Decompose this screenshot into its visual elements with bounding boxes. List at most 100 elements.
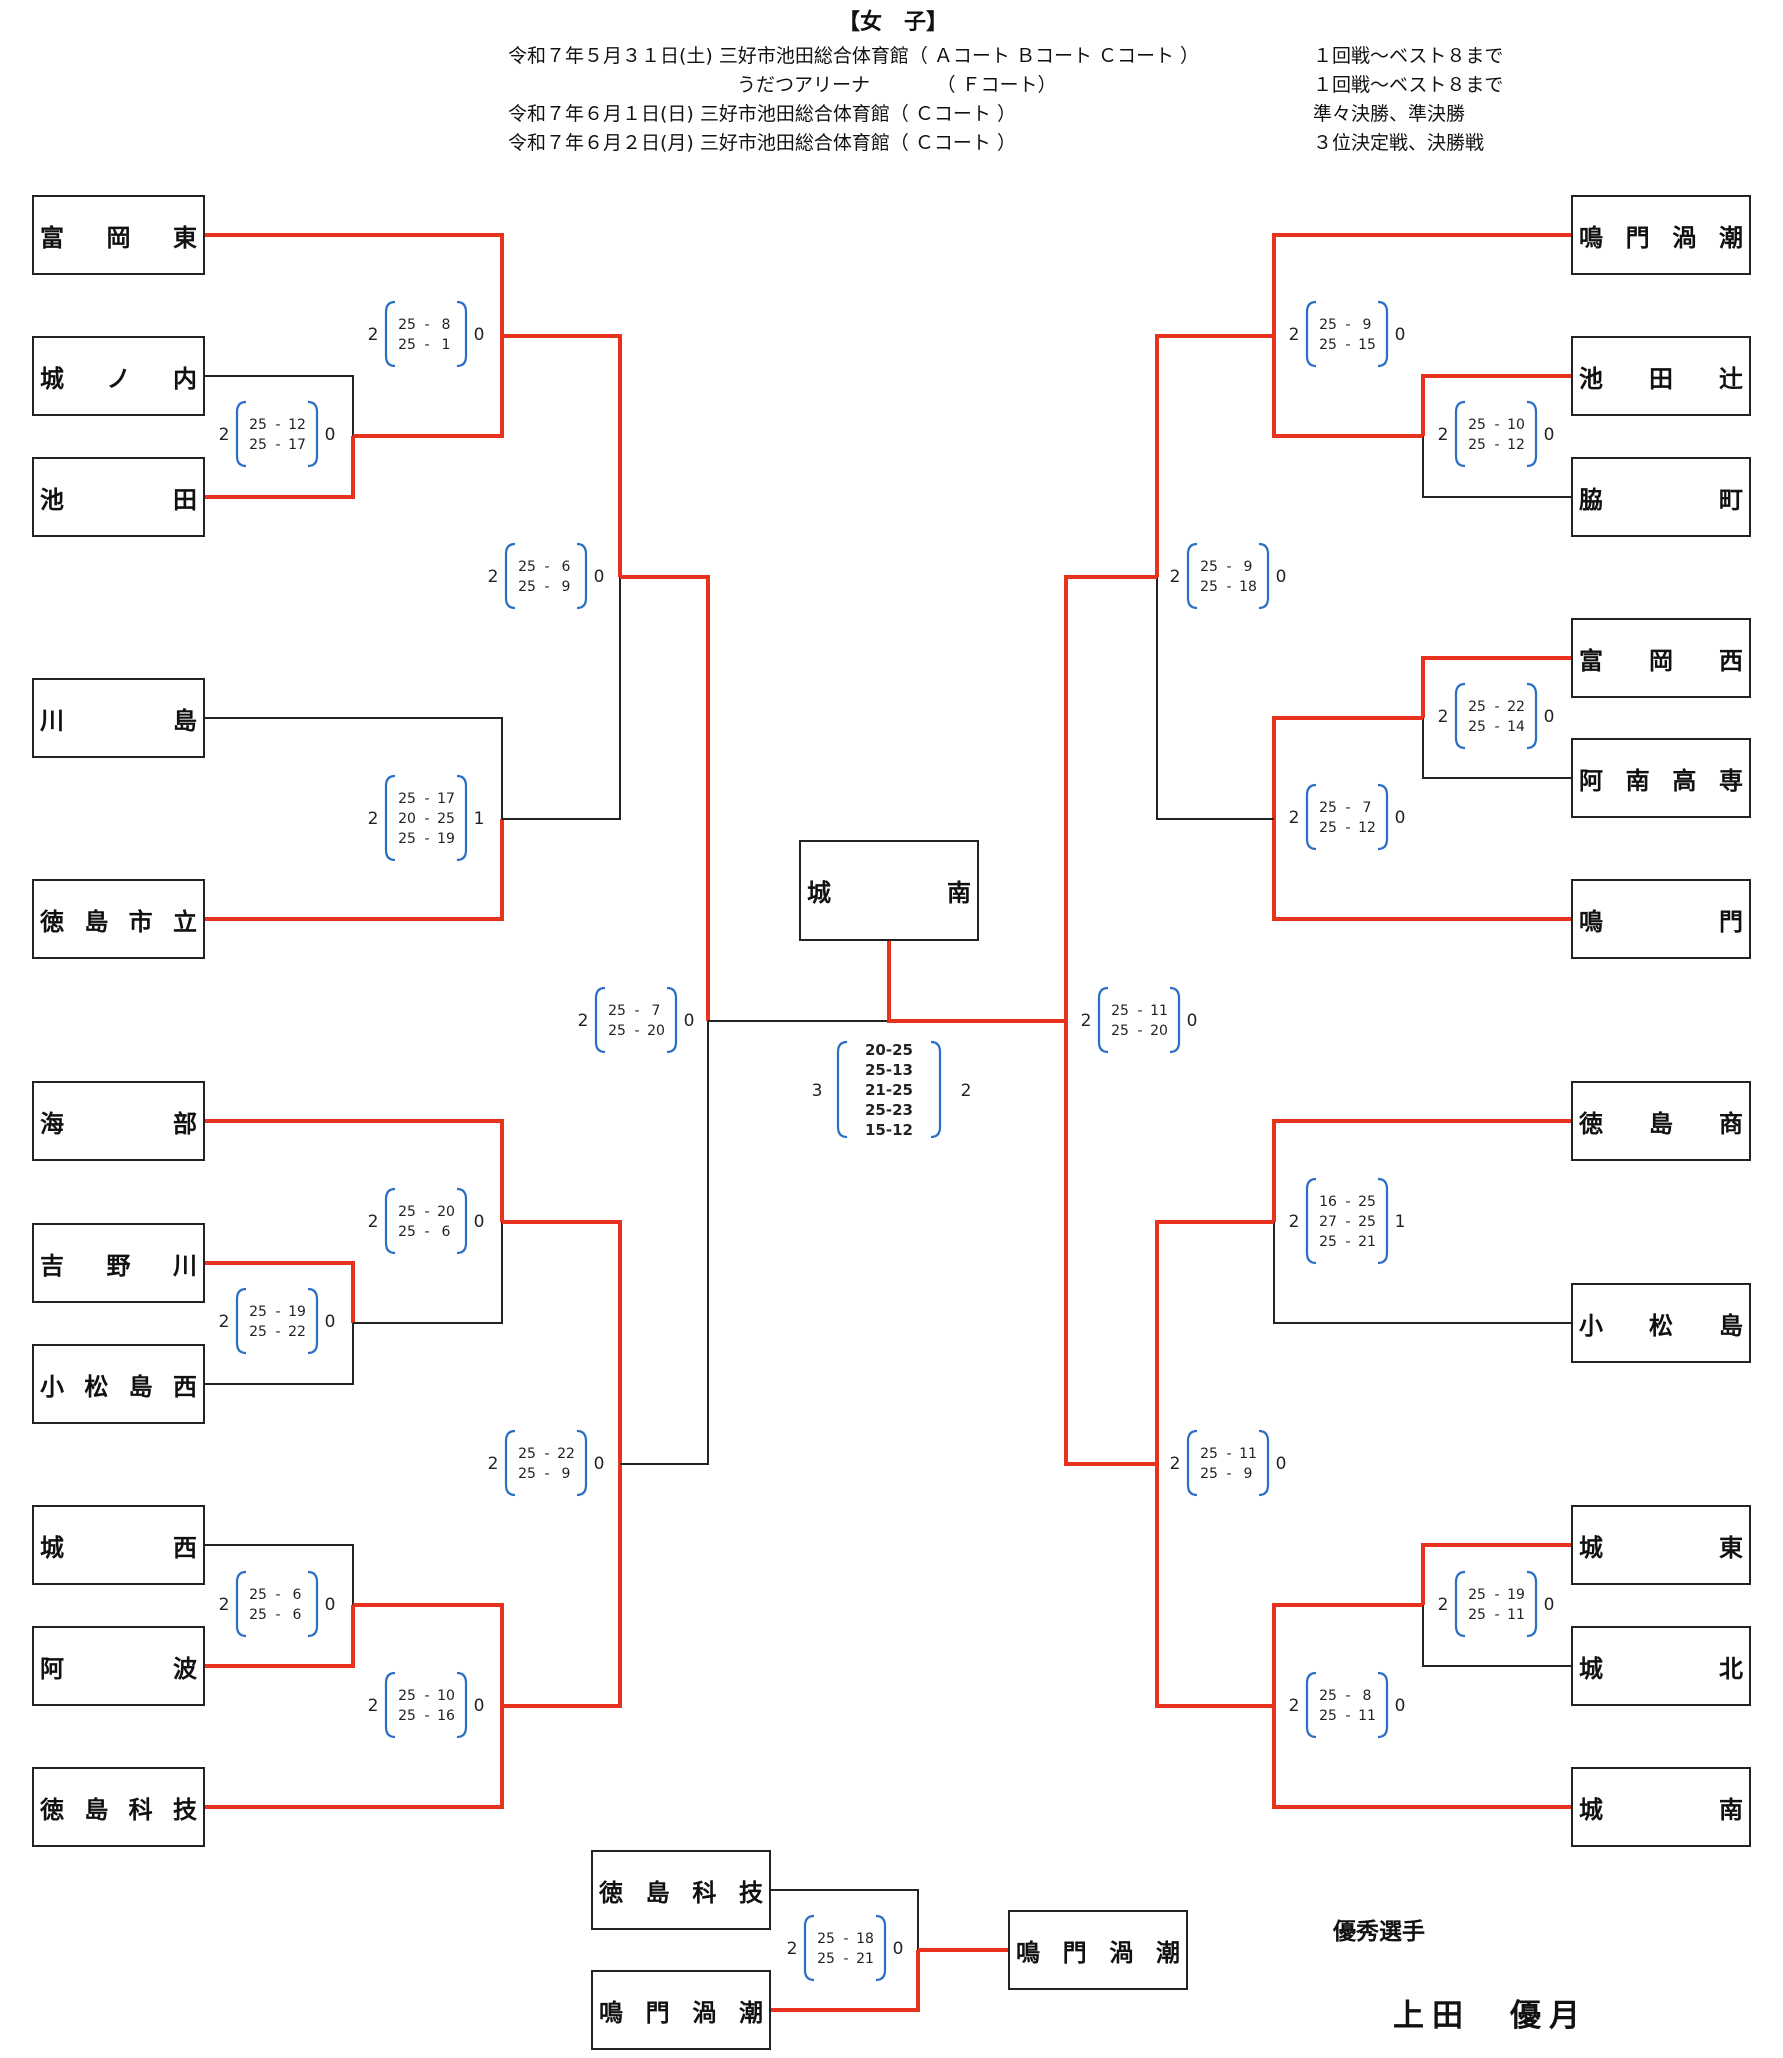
set-dash: - <box>1226 579 1231 595</box>
set-dash: - <box>1226 1466 1231 1482</box>
sets-lost: 0 <box>1276 1454 1287 1474</box>
team-name-char: 島 <box>173 706 197 735</box>
score-bracket <box>1526 1570 1538 1638</box>
set-score-winner: 25 <box>817 1951 835 1967</box>
score-bracket <box>1377 300 1389 368</box>
set-score-loser: 17 <box>437 791 455 807</box>
sets-lost: 0 <box>1395 1696 1406 1716</box>
sets-won: 2 <box>1289 1212 1300 1232</box>
team-name-char: 科 <box>128 1795 153 1824</box>
team-name-char: 城 <box>40 1533 64 1562</box>
winner-path <box>1421 656 1571 718</box>
set-score-winner: 25 <box>1111 1003 1129 1019</box>
set-dash: - <box>1494 417 1499 433</box>
set-score-winner: 25 <box>1468 1607 1486 1623</box>
team-name-char: 岡 <box>1649 646 1673 675</box>
team-name-char: 市 <box>128 907 153 936</box>
set-dash: - <box>424 1708 429 1724</box>
score-bracket <box>1258 542 1270 610</box>
sets-lost: 0 <box>1395 808 1406 828</box>
team-box-third-b: 鳴門渦潮 <box>591 1970 771 2050</box>
score-bracket <box>384 1187 396 1255</box>
team-name-char: 門 <box>1062 1938 1087 1967</box>
set-dash: - <box>424 1204 429 1220</box>
page-title: 【女 子】 <box>838 10 949 35</box>
set-dash: - <box>1494 1587 1499 1603</box>
team-name-char: 北 <box>1719 1654 1743 1683</box>
final-set-score: 25-13 <box>865 1061 913 1079</box>
set-score-loser: 9 <box>562 1466 571 1482</box>
set-score-loser: 11 <box>1507 1607 1525 1623</box>
set-score-loser: 22 <box>1507 699 1525 715</box>
score-bracket <box>235 1287 247 1355</box>
winner-path <box>1155 1464 1274 1708</box>
set-score-loser: 7 <box>1363 800 1372 816</box>
team-name-char: 門 <box>1719 907 1743 936</box>
sets-lost: 0 <box>893 1939 904 1959</box>
set-score-loser: 22 <box>557 1446 575 1462</box>
set-score-loser: 12 <box>1507 437 1525 453</box>
sets-won: 2 <box>787 1939 798 1959</box>
team-name-char: 島 <box>645 1878 670 1907</box>
set-score-loser: 19 <box>437 831 455 847</box>
team-name-char: 田 <box>1649 364 1673 393</box>
sets-won: 2 <box>1170 1454 1181 1474</box>
set-score-winner: 25 <box>518 1466 536 1482</box>
team-name-char: 東 <box>173 223 197 252</box>
schedule-line-3: 令和７年６月１日(日) 三好市池田総合体育館（ Ｃコート ） <box>508 103 1016 125</box>
set-dash: - <box>1494 699 1499 715</box>
score-bracket <box>456 300 468 368</box>
set-score-loser: 22 <box>288 1324 306 1340</box>
winner-path <box>771 1950 920 2012</box>
team-name-char: 南 <box>1625 766 1650 795</box>
team-name-char: 海 <box>40 1109 64 1138</box>
set-dash: - <box>275 1324 280 1340</box>
score-bracket <box>307 1287 319 1355</box>
team-name-char: ノ <box>106 364 131 393</box>
team-box-right-5: 鳴門 <box>1571 879 1751 959</box>
schedule-line-2-round: １回戦～ベスト８まで <box>1313 74 1504 96</box>
score-bracket <box>1258 1429 1270 1497</box>
sets-won: 2 <box>1438 425 1449 445</box>
sets-lost: 0 <box>474 325 485 345</box>
team-name-char: 技 <box>172 1795 197 1824</box>
team-name-char: 技 <box>738 1878 763 1907</box>
sets-lost: 0 <box>325 425 336 445</box>
set-dash: - <box>544 1466 549 1482</box>
bracket-line <box>771 1889 919 1950</box>
team-name-char: 波 <box>173 1654 197 1683</box>
score-bracket <box>1097 986 1109 1054</box>
set-dash: - <box>634 1003 639 1019</box>
team-name-char: 池 <box>1579 364 1603 393</box>
team-name-char: 島 <box>1649 1109 1673 1138</box>
set-score-loser: 25 <box>1358 1214 1376 1230</box>
set-score-loser: 12 <box>1358 820 1376 836</box>
score-bracket <box>235 400 247 468</box>
sets-lost: 0 <box>1544 1595 1555 1615</box>
team-box-left-2: 池田 <box>32 457 205 537</box>
score-bracket <box>930 1040 942 1139</box>
team-name-char: 川 <box>40 706 64 735</box>
set-score-winner: 25 <box>249 1587 267 1603</box>
set-score-loser: 12 <box>288 417 306 433</box>
set-score-winner: 25 <box>398 1708 416 1724</box>
set-score-loser: 9 <box>562 579 571 595</box>
sets-lost: 0 <box>1276 567 1287 587</box>
team-name-char: 辻 <box>1719 364 1743 393</box>
bracket-line <box>205 717 503 819</box>
team-name-char: 高 <box>1672 766 1697 795</box>
sets-lost: 0 <box>684 1011 695 1031</box>
set-dash: - <box>1345 1708 1350 1724</box>
sets-lost: 0 <box>594 567 605 587</box>
team-name-char: 脇 <box>1579 485 1603 514</box>
score-bracket <box>576 1429 588 1497</box>
bracket-line <box>205 1323 354 1385</box>
winner-path <box>1272 336 1423 438</box>
final-sets-right: 2 <box>961 1081 972 1101</box>
team-name-char: 南 <box>1719 1795 1743 1824</box>
set-score-loser: 15 <box>1358 337 1376 353</box>
bracket-line <box>205 375 354 436</box>
score-bracket <box>1305 783 1317 851</box>
set-dash: - <box>275 1304 280 1320</box>
